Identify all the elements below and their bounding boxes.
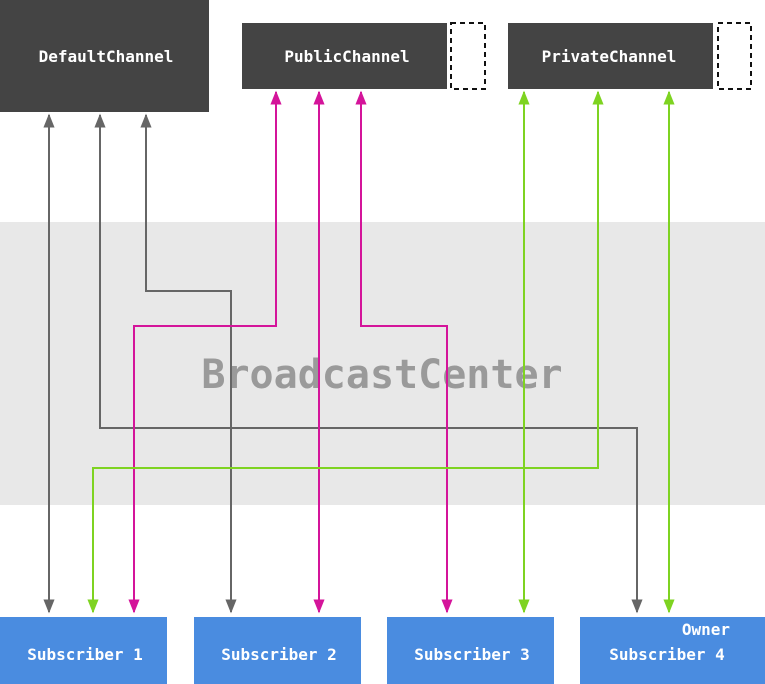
subscriber-2-label: Subscriber 2 [221, 645, 337, 664]
subscriber-2-box: Subscriber 2 [194, 617, 361, 684]
subscriber-1-label: Subscriber 1 [27, 645, 143, 664]
subscriber-1-box: Subscriber 1 [0, 617, 167, 684]
public-channel-label: PublicChannel [284, 47, 409, 66]
private-channel-label: PrivateChannel [542, 47, 677, 66]
connector-private-to-subscriber-1 [87, 90, 604, 614]
subscriber-4-role-label: Owner [682, 620, 730, 639]
subscriber-4-label: Subscriber 4 [609, 645, 725, 664]
subscriber-3-box: Subscriber 3 [387, 617, 554, 684]
private-channel-box: PrivateChannel [508, 23, 713, 89]
default-channel-box: DefaultChannel [0, 0, 209, 112]
subscriber-4-box: Owner Subscriber 4 [580, 617, 765, 684]
broadcast-center-label: BroadcastCenter [201, 352, 562, 398]
default-channel-label: DefaultChannel [39, 47, 174, 66]
private-channel-slot-placeholder [717, 22, 752, 90]
public-channel-box: PublicChannel [242, 23, 447, 89]
subscriber-3-label: Subscriber 3 [414, 645, 530, 664]
public-channel-slot-placeholder [450, 22, 486, 90]
